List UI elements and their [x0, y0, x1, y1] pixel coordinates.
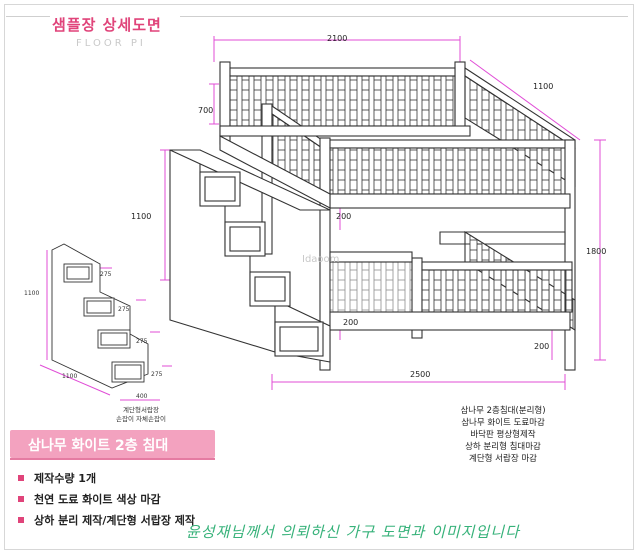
- stair-dim-step-1: 275: [100, 271, 112, 278]
- bullet-icon: [18, 475, 24, 481]
- note-line: 상하 분리형 침대마감: [465, 442, 541, 452]
- spec-item: 제작수량 1개: [12, 470, 342, 491]
- banner-underline: [10, 458, 215, 460]
- page-frame: [4, 4, 634, 550]
- spec-label: 상하 분리 제작/계단형 서랍장 제작: [34, 514, 196, 527]
- bullet-icon: [18, 496, 24, 502]
- notes-block: 삼나무 2층침대(분리형) 삼나무 화이트 도료마감 바닥판 평상형제작 상하 …: [448, 405, 558, 465]
- footer-message: 윤성재님께서 의뢰하신 가구 도면과 이미지입니다: [186, 523, 520, 541]
- spec-label: 천연 도료 화이트 색상 마감: [34, 493, 161, 506]
- spec-list: 제작수량 1개 천연 도료 화이트 색상 마감 상하 분리 제작/계단형 서랍장…: [12, 470, 342, 533]
- dim-gap-upper: 200: [336, 212, 352, 221]
- page-title: 샘플장 상세도면: [52, 16, 162, 34]
- page-subtitle: FLOOR PI: [76, 38, 146, 49]
- spec-item: 천연 도료 화이트 색상 마감: [12, 491, 342, 512]
- bullet-icon: [18, 517, 24, 523]
- dim-gap-lower: 200: [343, 318, 359, 327]
- stair-dim-step-3: 275: [136, 338, 148, 345]
- dim-base-length: 2500: [410, 370, 431, 379]
- page-header: 샘플장 상세도면 FLOOR PI: [22, 6, 192, 49]
- stair-dim-depth: 1100: [62, 373, 78, 380]
- note-line: 바닥판 평상형제작: [470, 430, 536, 440]
- lower-bunk: [329, 231, 576, 339]
- header-rule-right: [180, 16, 628, 17]
- product-title: 삼나무 화이트 2층 침대: [28, 438, 169, 454]
- stair-dim-step-2: 275: [118, 306, 130, 313]
- stair-dim-height: 1100: [24, 290, 40, 297]
- spec-label: 제작수량 1개: [34, 472, 97, 485]
- stair-drawer: [169, 149, 331, 363]
- dim-top-width: 2100: [327, 34, 348, 43]
- dim-left-height: 1100: [131, 212, 152, 221]
- stair-caption: 계단형서랍장 손잡이 자체손잡이: [96, 406, 186, 424]
- note-line: 삼나무 2층침대(분리형): [460, 406, 546, 416]
- stair-small-iso: [51, 243, 149, 389]
- note-line: 삼나무 화이트 도료마감: [461, 418, 545, 428]
- dim-base-right: 200: [534, 342, 550, 351]
- dim-depth: 1100: [533, 82, 554, 91]
- product-banner: 삼나무 화이트 2층 침대: [10, 430, 215, 458]
- watermark: Idaoom: [302, 254, 340, 265]
- header-rule-left: [6, 16, 50, 17]
- dim-total-height: 1800: [586, 247, 607, 256]
- stair-dim-width: 400: [136, 393, 148, 400]
- upper-bunk: [219, 61, 576, 371]
- dimension-lines: [39, 36, 606, 401]
- stair-caption-line1: 계단형서랍장: [123, 406, 159, 414]
- stair-caption-line2: 손잡이 자체손잡이: [116, 415, 166, 423]
- stair-dim-step-4: 275: [151, 371, 163, 378]
- spec-item: 상하 분리 제작/계단형 서랍장 제작: [12, 512, 342, 533]
- dim-rail-height: 700: [198, 106, 214, 115]
- note-line: 계단형 서랍장 마감: [469, 454, 537, 464]
